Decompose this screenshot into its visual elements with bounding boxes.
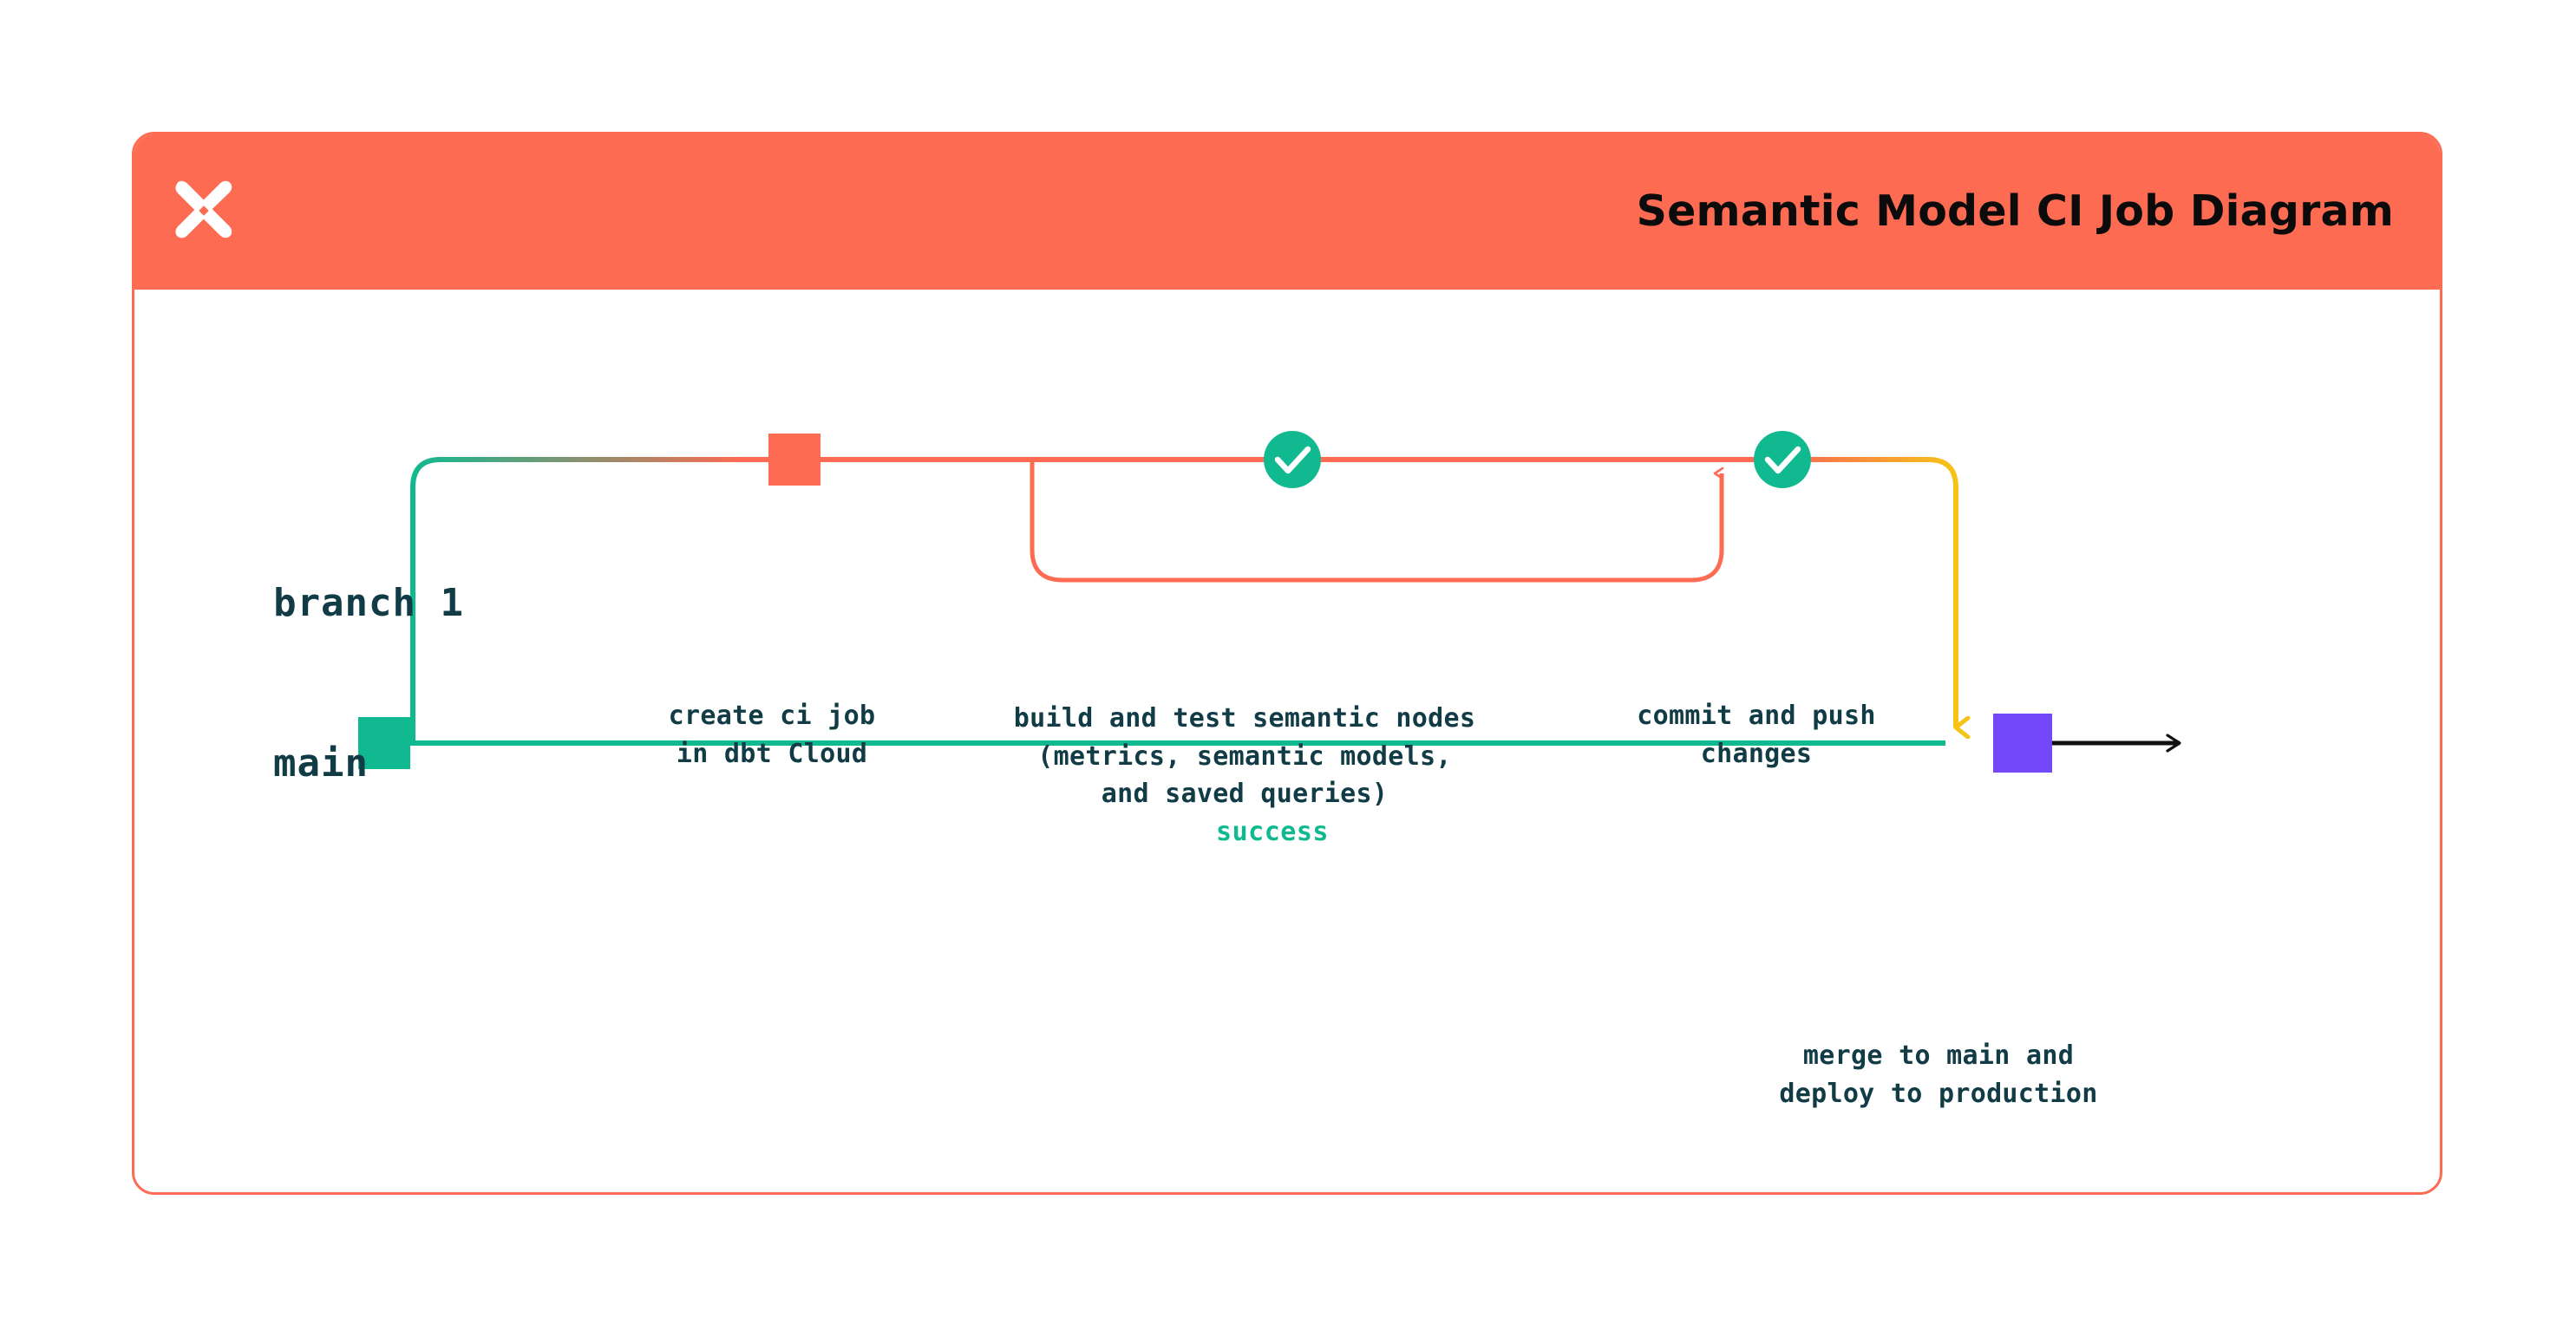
node-caption-merge-to-main: merge to main and deploy to production: [1779, 1040, 2098, 1109]
diagram-card: Semantic Model CI Job Diagram: [132, 132, 2442, 1195]
diagram-canvas: branch 1 main create ci job in dbt Cloud…: [134, 290, 2440, 1192]
node-caption-commit-and-push: commit and push changes: [1637, 701, 1876, 769]
edge-label-success: success: [1164, 817, 1381, 847]
node-marker-merge-to-main: [1993, 714, 2052, 773]
page-title: Semantic Model CI Job Diagram: [1636, 186, 2394, 236]
dbt-logo-icon: [175, 180, 232, 238]
node-marker-main-start: [358, 717, 410, 769]
node-caption-build-and-test: build and test semantic nodes (metrics, …: [1013, 703, 1476, 809]
node-marker-build-and-test: [1264, 431, 1321, 488]
lane-label-main: main: [273, 741, 369, 786]
node-marker-commit-and-push: [1754, 431, 1811, 488]
card-header: Semantic Model CI Job Diagram: [134, 134, 2440, 290]
node-caption-create-ci-job: create ci job in dbt Cloud: [668, 701, 876, 769]
lane-label-branch-1: branch 1: [273, 581, 464, 625]
flow-graph: [358, 431, 2188, 773]
node-marker-create-ci-job: [768, 434, 821, 486]
